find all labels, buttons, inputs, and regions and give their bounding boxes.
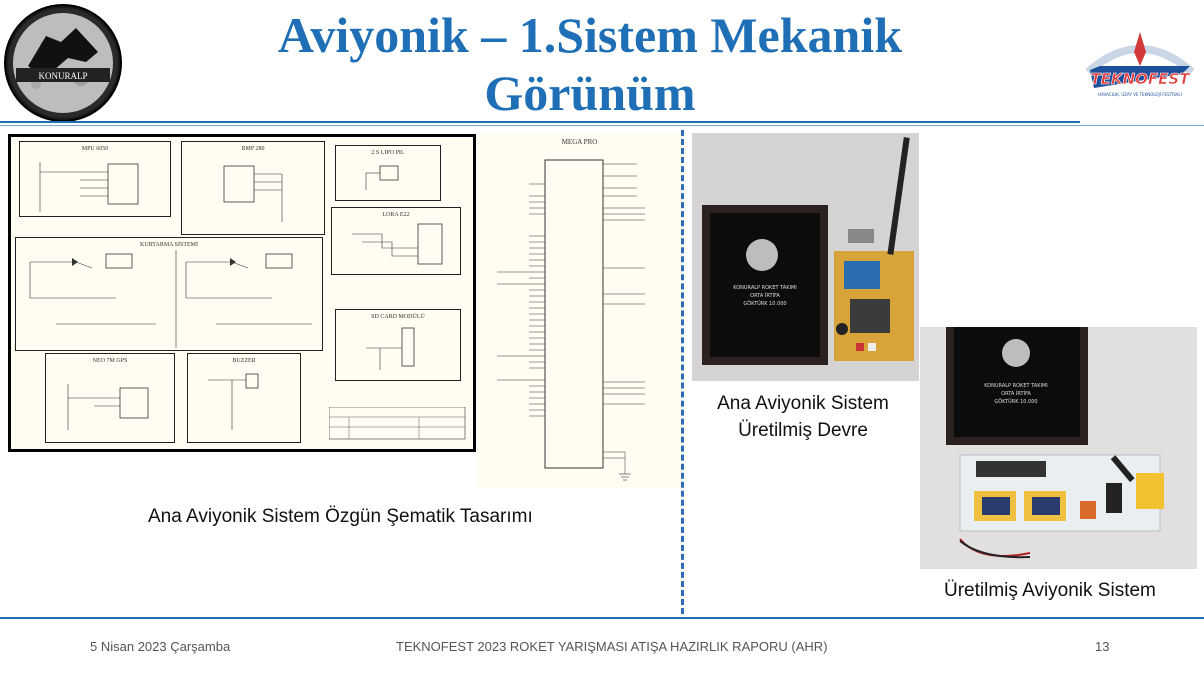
header-divider-thin (0, 125, 1204, 126)
schematic-caption: Ana Aviyonik Sistem Özgün Şematik Tasarı… (148, 506, 533, 527)
svg-text:GÖKTÜRK 10.000: GÖKTÜRK 10.000 (994, 398, 1037, 405)
mega-title: MEGA PRO (561, 138, 598, 146)
svg-text:ORTA İRTİFA: ORTA İRTİFA (1001, 390, 1031, 397)
footer-report-title: TEKNOFEST 2023 ROKET YARIŞMASI ATIŞA HAZ… (396, 639, 828, 654)
title-line1: Aviyonik – 1.Sistem Mekanik (277, 7, 903, 63)
svg-text:KONURALP ROKET TAKIMI: KONURALP ROKET TAKIMI (984, 383, 1048, 389)
block-sdcard: SD CARD MODÜLÜ (335, 309, 461, 381)
page-number: 13 (1095, 639, 1110, 654)
title-line2: Görünüm (484, 65, 696, 121)
block-lipo: 2 S LIPO PIL (335, 145, 441, 201)
svg-text:HAVACILIK, UZAY VE TEKNOLOJİ F: HAVACILIK, UZAY VE TEKNOLOJİ FESTİVALİ (1098, 92, 1182, 97)
teknofest-logo: TEKNOFEST HAVACILIK, UZAY VE TEKNOLOJİ F… (1080, 26, 1200, 106)
circuit-caption-line1: Ana Aviyonik Sistem (717, 393, 889, 414)
block-lora: LORA E22 (331, 207, 461, 275)
konuralp-logo: KONURALP (4, 4, 122, 122)
avionics-system-photo: KONURALP ROKET TAKIMI ORTA İRTİFA GÖKTÜR… (920, 327, 1197, 569)
svg-text:KONURALP ROKET TAKIMI: KONURALP ROKET TAKIMI (733, 285, 797, 291)
system-photo-caption: Üretilmiş Aviyonik Sistem (944, 580, 1156, 601)
header-divider (0, 121, 1080, 123)
block-buzzer: BUZZER (187, 353, 301, 443)
footer-divider (0, 617, 1204, 619)
page-title: Aviyonik – 1.Sistem Mekanik Görünüm (0, 6, 1180, 122)
block-bmp: BMP 280 (181, 141, 325, 235)
mega-pro-schematic: MEGA PRO (477, 134, 682, 488)
circuit-photo: KONURALP ROKET TAKIMI ORTA İRTİFA GÖKTÜR… (692, 133, 919, 381)
footer-date: 5 Nisan 2023 Çarşamba (90, 639, 231, 654)
vertical-divider (681, 130, 684, 614)
svg-text:TEKNOFEST: TEKNOFEST (1091, 70, 1192, 88)
circuit-caption-line2: Üretilmiş Devre (738, 420, 868, 441)
svg-text:ORTA İRTİFA: ORTA İRTİFA (750, 292, 780, 299)
block-mpu: MPU 6050 (19, 141, 171, 217)
title-block (329, 407, 466, 440)
circuit-photo-caption: Ana Aviyonik Sistem Üretilmiş Devre (693, 390, 913, 444)
svg-text:GÖKTÜRK 10.000: GÖKTÜRK 10.000 (743, 300, 786, 307)
schematic-diagram: MPU 6050 BMP 280 2 S LIPO PIL LORA E22 (8, 134, 476, 452)
svg-text:KONURALP: KONURALP (38, 71, 87, 81)
block-kurtarma: KURTARMA SİSTEMİ (15, 237, 323, 351)
block-gps: NEO 7M GPS (45, 353, 175, 443)
